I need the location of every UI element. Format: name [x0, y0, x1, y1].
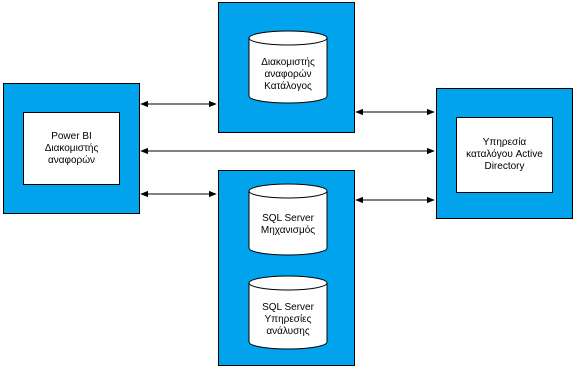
sql-analysis-label: SQL Server Υπηρεσίες ανάλυσης	[262, 302, 314, 337]
active-directory-box: Υπηρεσία καταλόγου Active Directory	[436, 88, 573, 219]
power-bi-report-server-label: Power BI Διακομιστής αναφορών	[23, 112, 120, 185]
power-bi-report-server-box: Power BI Διακομιστής αναφορών	[3, 83, 140, 214]
sql-server-box: SQL Server Μηχανισμός SQL Server Υπηρεσί…	[218, 170, 355, 366]
active-directory-label: Υπηρεσία καταλόγου Active Directory	[456, 117, 553, 193]
report-catalog-database-icon: Διακομιστής αναφορών Κατάλογος	[248, 30, 328, 104]
sql-analysis-database-icon: SQL Server Υπηρεσίες ανάλυσης	[248, 275, 328, 350]
sql-engine-label: SQL Server Μηχανισμός	[260, 213, 316, 236]
report-catalog-box: Διακομιστής αναφορών Κατάλογος	[218, 2, 355, 133]
sql-engine-database-icon: SQL Server Μηχανισμός	[248, 183, 328, 256]
report-catalog-label: Διακομιστής αναφορών Κατάλογος	[261, 57, 315, 92]
